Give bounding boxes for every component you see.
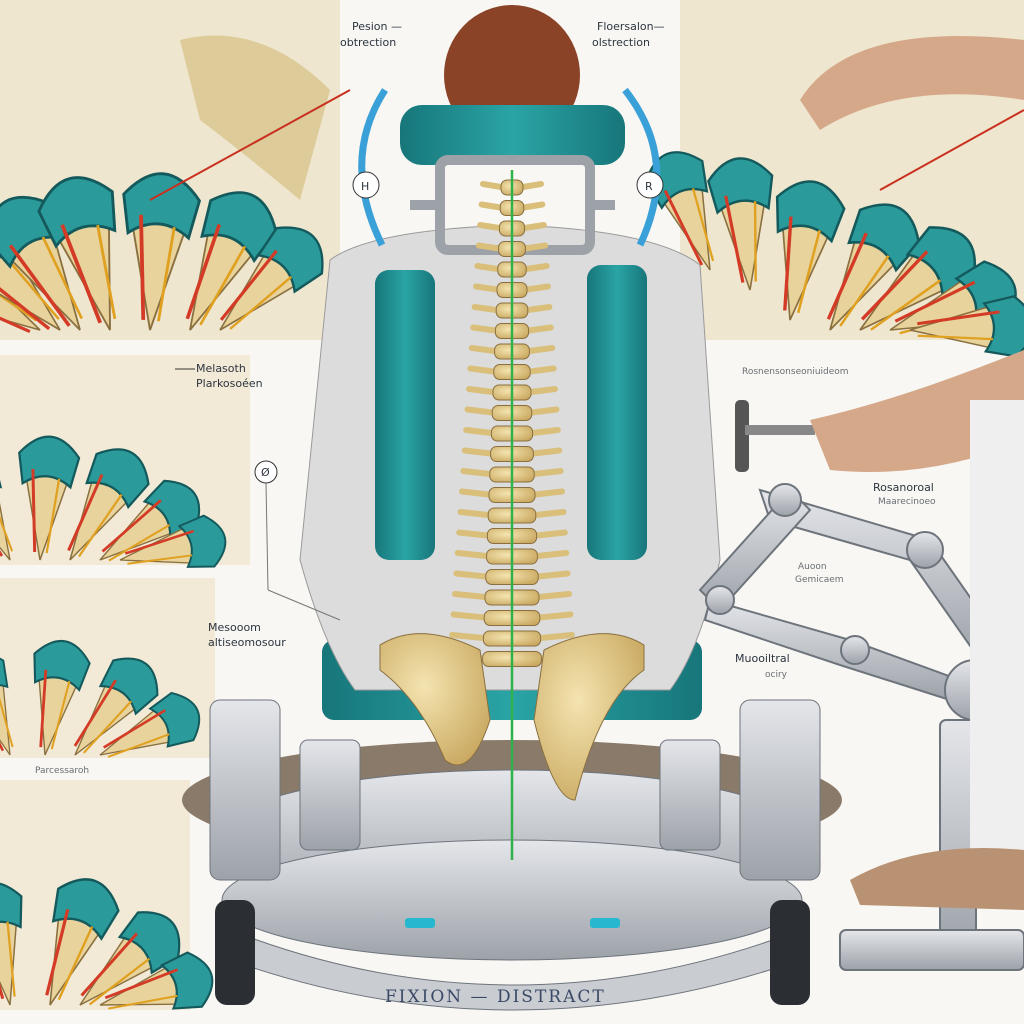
label-right-lower: Muooiltral ociry [735, 652, 790, 680]
label-right-mid: Rosanoroal Maarecinoeo [873, 481, 936, 507]
svg-text:Parcessaroh: Parcessaroh [35, 766, 89, 776]
label-top-right: Floersalon— olstrection [592, 20, 665, 49]
svg-text:R: R [645, 180, 653, 193]
spine [447, 179, 577, 667]
wheel-right [770, 900, 810, 1005]
vertebra [466, 384, 558, 401]
anatomy-panel-top-right [637, 0, 1024, 362]
vertebra [453, 569, 571, 585]
rotation-arrow-right [622, 87, 661, 247]
svg-text:H: H [361, 180, 369, 193]
svg-text:Maarecinoeo: Maarecinoeo [878, 497, 936, 507]
wheel-left [215, 900, 255, 1005]
svg-text:Floersalon—: Floersalon— [597, 20, 665, 33]
svg-text:Melasoth: Melasoth [196, 362, 246, 375]
svg-text:Pesion —: Pesion — [352, 20, 402, 33]
anatomy-panel-lower-left [0, 578, 215, 780]
svg-text:Muooiltral: Muooiltral [735, 652, 790, 665]
label-right-upper: Rosnensonseoniuideom [742, 367, 849, 377]
svg-text:Plarkosoéen: Plarkosoéen [196, 377, 263, 390]
svg-text:Ø: Ø [261, 466, 270, 479]
hand [800, 36, 1024, 130]
svg-text:Gemicaem: Gemicaem [795, 575, 844, 585]
marker-mid: Ø [254, 460, 341, 621]
back-pad-left [375, 270, 435, 560]
svg-text:obtrection: obtrection [340, 36, 396, 49]
headrest [400, 105, 625, 165]
svg-text:Rosanoroal: Rosanoroal [873, 481, 934, 494]
rotation-arrow-left [358, 88, 388, 247]
label-top-left: Pesion — obtrection [340, 20, 402, 49]
pelvis [379, 633, 645, 801]
anatomy-panel-bottom-left [0, 780, 221, 1024]
label-right-arm: Auoon Gemicaem [795, 562, 844, 585]
operator-leg [850, 400, 1024, 910]
marker-r: R [636, 171, 664, 199]
svg-text:Mesooom: Mesooom [208, 621, 261, 634]
svg-text:olstrection: olstrection [592, 36, 650, 49]
vertebra [468, 343, 556, 360]
base-engraving: FIXION — DISTRACT [385, 987, 606, 1007]
label-lower-left: Mesooom altiseomosour Parcessaroh [35, 621, 286, 776]
svg-text:Auoon: Auoon [798, 562, 827, 572]
label-mid-left: Melasoth Plarkosoéen [175, 362, 263, 390]
anatomy-panel-top-left [0, 0, 351, 360]
back-pad-right [587, 265, 647, 560]
svg-text:ociry: ociry [765, 670, 788, 680]
svg-text:altiseomosour: altiseomosour [208, 636, 286, 649]
marker-h: H [352, 171, 380, 199]
anatomy-panel-mid-left [0, 355, 250, 587]
